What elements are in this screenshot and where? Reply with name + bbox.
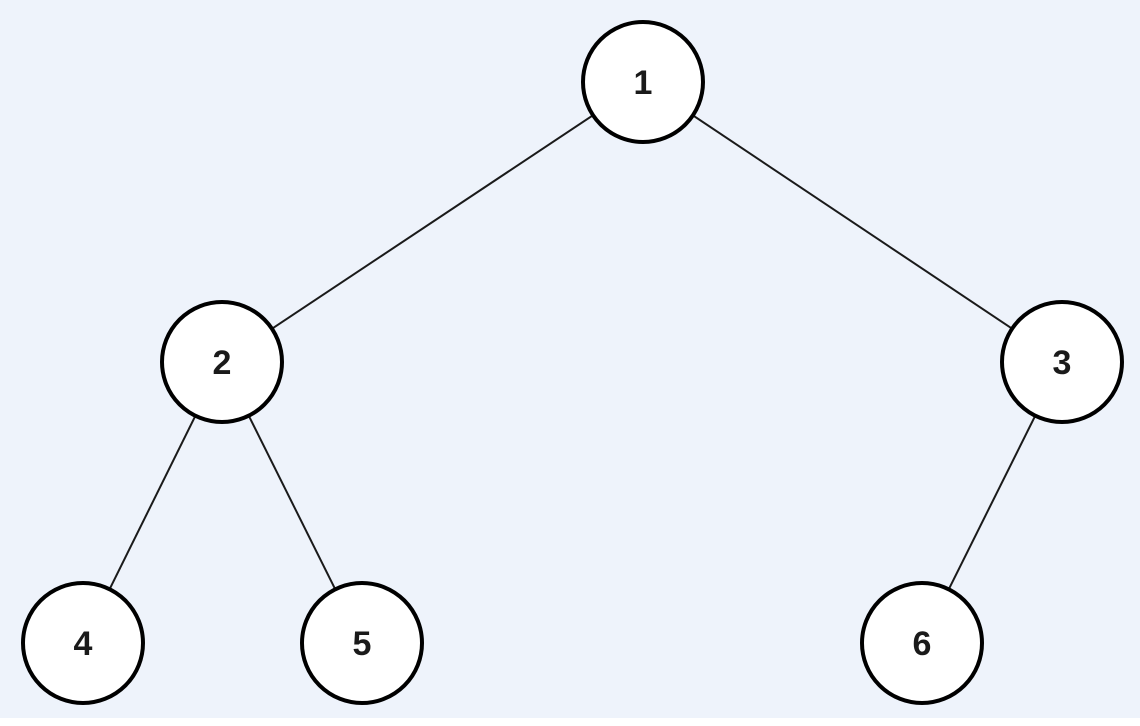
tree-node-2 [160, 300, 284, 424]
tree-node-label-2: 2 [213, 344, 232, 382]
tree-node-5 [300, 581, 424, 705]
tree-node-label-5: 5 [353, 625, 372, 663]
tree-node-label-6: 6 [913, 625, 932, 663]
tree-node-label-4: 4 [74, 625, 93, 663]
tree-node-label-3: 3 [1053, 344, 1072, 382]
tree-node-4 [21, 581, 145, 705]
tree-node-label-1: 1 [634, 64, 653, 102]
tree-node-6 [860, 581, 984, 705]
tree-edge-1-3 [642, 81, 1063, 363]
tree-edge-1-2 [221, 81, 644, 363]
tree-node-3 [1000, 300, 1124, 424]
tree-node-1 [581, 20, 705, 144]
